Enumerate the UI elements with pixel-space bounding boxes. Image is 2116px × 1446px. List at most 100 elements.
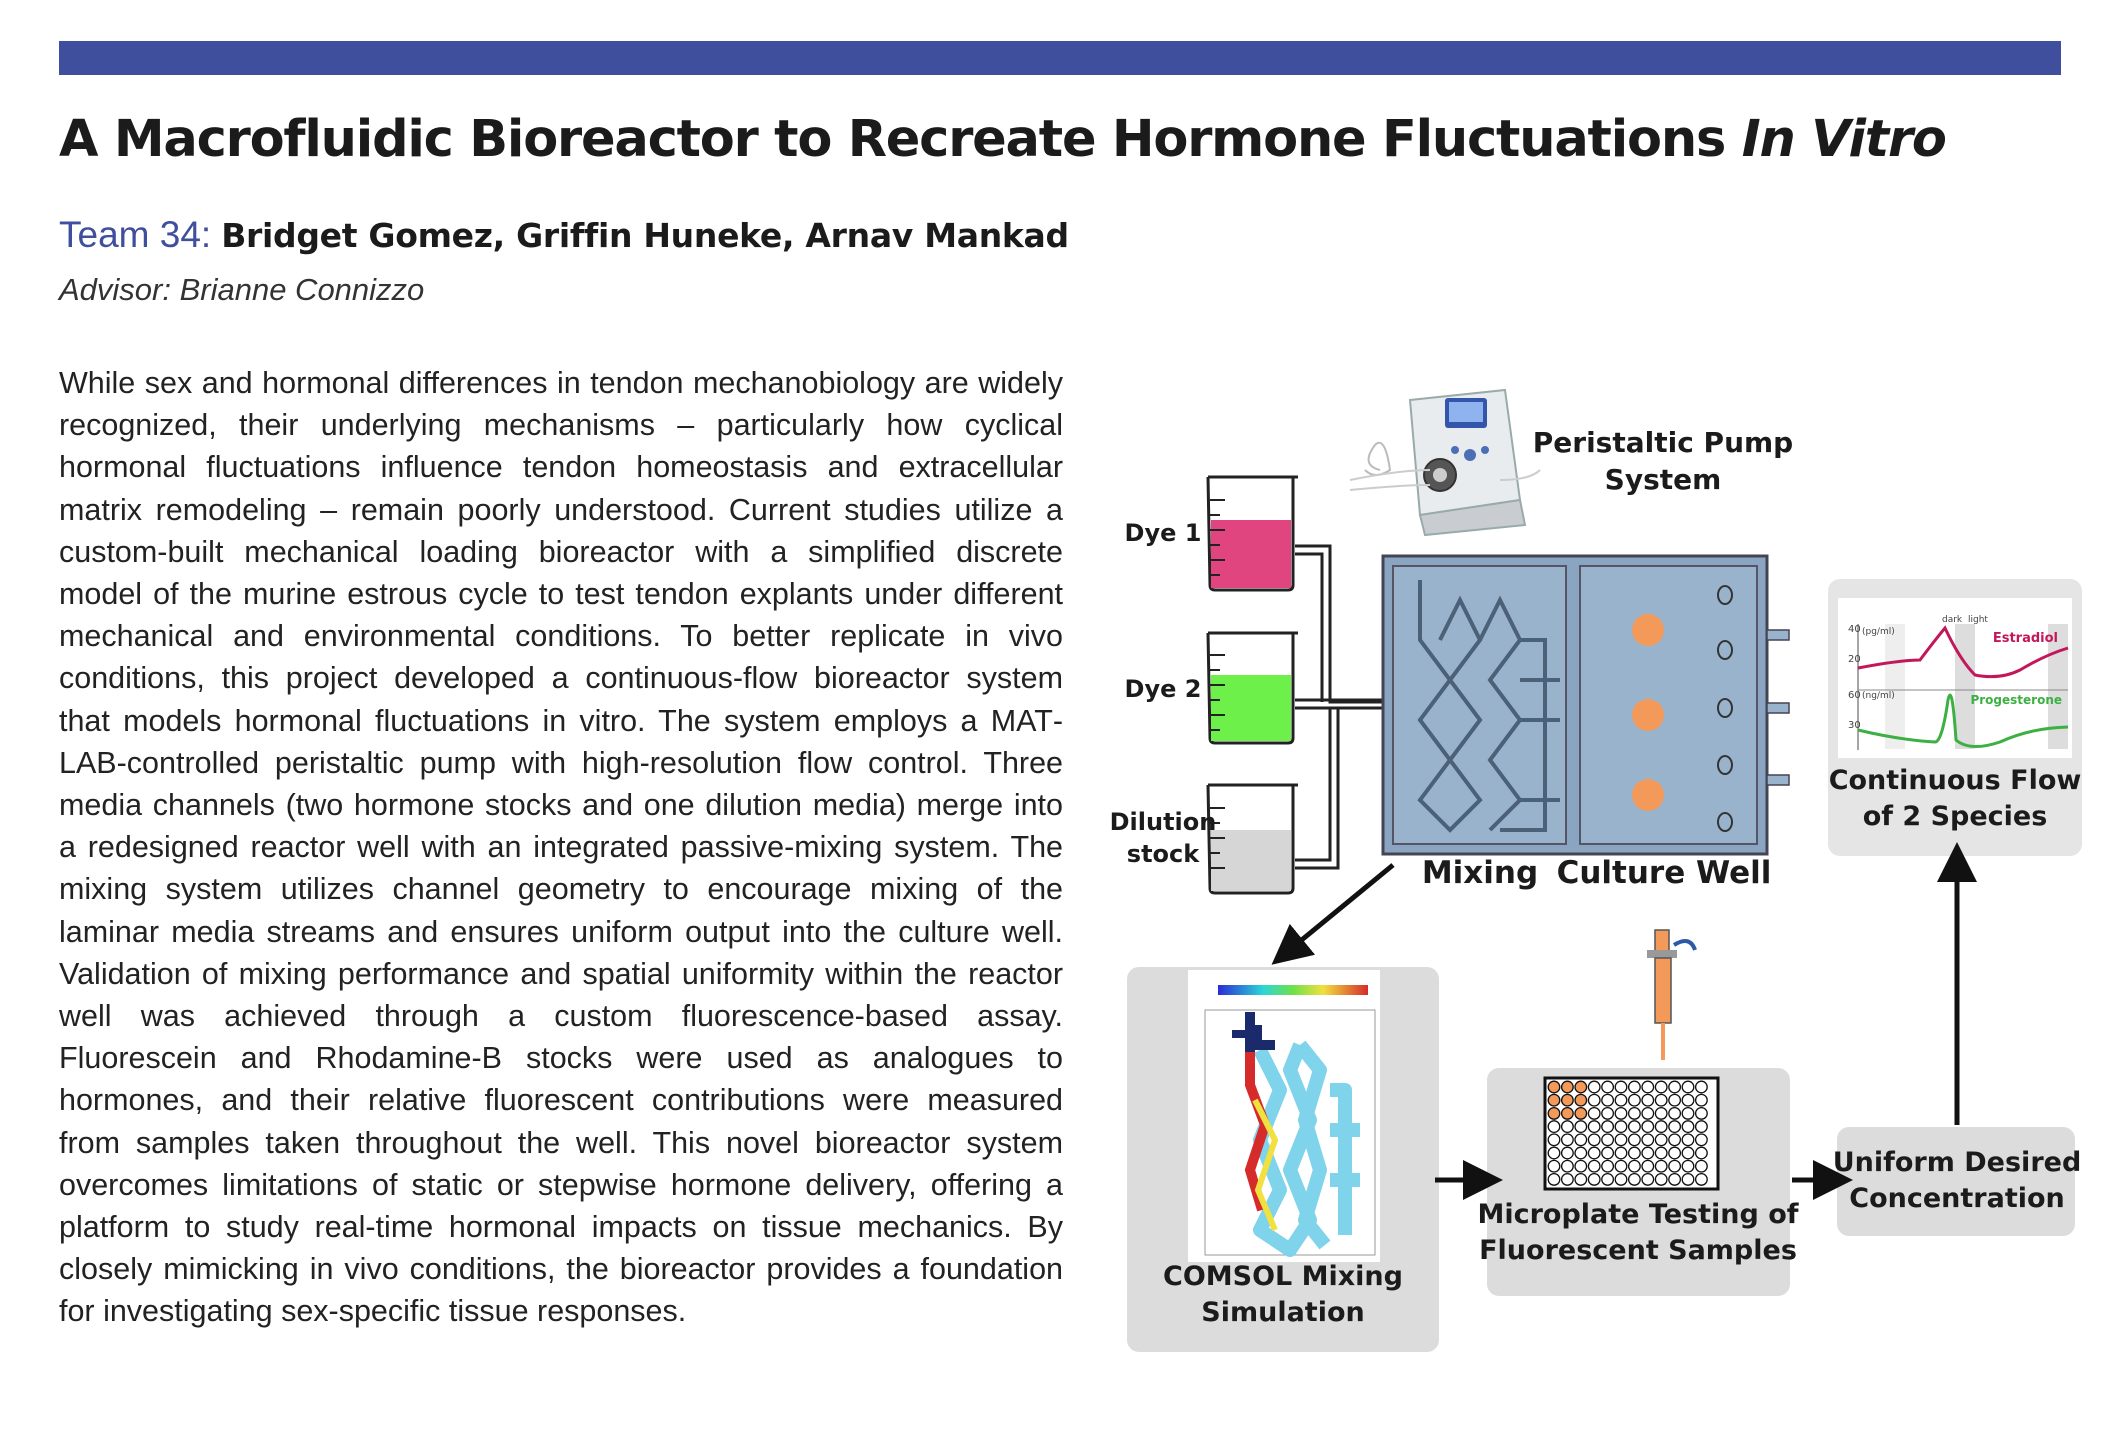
plate-well <box>1654 1120 1668 1134</box>
plate-well <box>1560 1093 1574 1107</box>
plate-well <box>1560 1080 1574 1094</box>
plate-well <box>1654 1133 1668 1147</box>
plot-y40: 40 <box>1848 624 1861 635</box>
plate-well <box>1641 1080 1655 1094</box>
plate-well <box>1668 1133 1682 1147</box>
plate-well <box>1641 1133 1655 1147</box>
plate-well <box>1587 1159 1601 1173</box>
plate-well <box>1668 1172 1682 1186</box>
microplate-wells <box>1547 1080 1708 1186</box>
uniform-label-2: Concentration <box>1849 1183 2065 1214</box>
plate-well <box>1574 1159 1588 1173</box>
plate-well <box>1574 1093 1588 1107</box>
plate-well <box>1587 1172 1601 1186</box>
plot-light: light <box>1968 615 1988 625</box>
plate-well <box>1601 1093 1615 1107</box>
plate-well <box>1694 1159 1708 1173</box>
plate-well <box>1601 1120 1615 1134</box>
plot-progesterone: Progesterone <box>1970 693 2062 707</box>
plate-well <box>1587 1120 1601 1134</box>
plate-well <box>1560 1120 1574 1134</box>
dye1-label: Dye 1 <box>1125 519 1202 547</box>
plate-well <box>1547 1146 1561 1160</box>
plate-well <box>1627 1080 1641 1094</box>
beaker-dye1 <box>1206 475 1298 592</box>
plot-unit-bottom: (ng/ml) <box>1862 691 1895 701</box>
plate-well <box>1668 1093 1682 1107</box>
plate-well <box>1641 1146 1655 1160</box>
pump-label-1: Peristaltic Pump <box>1533 426 1793 459</box>
plate-well <box>1560 1106 1574 1120</box>
plate-well <box>1574 1080 1588 1094</box>
beaker-dilution <box>1206 783 1298 895</box>
plate-well <box>1574 1146 1588 1160</box>
inlet-tubing <box>1295 544 1383 870</box>
plate-well <box>1547 1080 1561 1094</box>
plate-well <box>1654 1080 1668 1094</box>
pump-label-2: System <box>1605 463 1722 496</box>
plate-well <box>1681 1159 1695 1173</box>
continuous-label-1: Continuous Flow <box>1829 765 2082 796</box>
plate-well <box>1627 1146 1641 1160</box>
plate-well <box>1560 1133 1574 1147</box>
page-title: A Macrofluidic Bioreactor to Recreate Ho… <box>59 110 2061 169</box>
plate-well <box>1627 1133 1641 1147</box>
plate-well <box>1681 1133 1695 1147</box>
plate-well <box>1547 1093 1561 1107</box>
plate-well <box>1547 1133 1561 1147</box>
plate-well <box>1694 1133 1708 1147</box>
plate-well <box>1694 1080 1708 1094</box>
plate-well <box>1668 1159 1682 1173</box>
uniform-box <box>1837 1127 2075 1236</box>
dilution-label-2: stock <box>1127 840 1200 868</box>
plate-well <box>1654 1159 1668 1173</box>
title-italic: In Vitro <box>1741 110 1947 169</box>
mixing-label: Mixing <box>1422 855 1538 891</box>
plot-estradiol: Estradiol <box>1993 631 2058 646</box>
plate-well <box>1574 1106 1588 1120</box>
plate-well <box>1601 1159 1615 1173</box>
plate-well <box>1587 1146 1601 1160</box>
plate-well <box>1641 1093 1655 1107</box>
plate-well <box>1614 1080 1628 1094</box>
dilution-label-1: Dilution <box>1110 808 1217 836</box>
plate-well <box>1560 1159 1574 1173</box>
plate-well <box>1560 1172 1574 1186</box>
plate-well <box>1614 1146 1628 1160</box>
plate-well <box>1587 1133 1601 1147</box>
continuous-flow-box: 40 20 60 30 (pg/ml) (ng/ml) dark light E… <box>1828 579 2082 856</box>
plate-well <box>1681 1120 1695 1134</box>
plate-well <box>1560 1146 1574 1160</box>
dye2-label: Dye 2 <box>1125 675 1202 703</box>
culture-well-label: Culture Well <box>1557 855 1772 891</box>
plot-y20: 20 <box>1848 654 1861 665</box>
plate-well <box>1681 1080 1695 1094</box>
plate-well <box>1654 1172 1668 1186</box>
plate-well <box>1614 1172 1628 1186</box>
continuous-label-2: of 2 Species <box>1863 801 2048 832</box>
reactor-block <box>1381 554 1790 856</box>
peristaltic-pump-icon <box>1349 388 1541 537</box>
plate-well <box>1668 1080 1682 1094</box>
plate-well <box>1694 1106 1708 1120</box>
title-main: A Macrofluidic Bioreactor to Recreate Ho… <box>59 110 1742 169</box>
plot-y60: 60 <box>1848 690 1861 701</box>
plate-well <box>1614 1106 1628 1120</box>
plate-well <box>1654 1146 1668 1160</box>
plate-well <box>1601 1172 1615 1186</box>
comsol-box <box>1127 967 1439 1352</box>
authors: Bridget Gomez, Griffin Huneke, Arnav Man… <box>221 216 1069 255</box>
plate-well <box>1574 1172 1588 1186</box>
abstract-text: While sex and hormonal differences in te… <box>59 366 1063 1329</box>
plate-well <box>1614 1120 1628 1134</box>
plate-well <box>1601 1080 1615 1094</box>
plate-well <box>1547 1106 1561 1120</box>
uniform-label-1: Uniform Desired <box>1833 1147 2082 1178</box>
team-line: Team 34:Bridget Gomez, Griffin Huneke, A… <box>59 214 1069 256</box>
plate-well <box>1654 1093 1668 1107</box>
plate-well <box>1668 1106 1682 1120</box>
comsol-label-1: COMSOL Mixing <box>1163 1261 1403 1292</box>
beaker-dye2 <box>1206 631 1298 745</box>
plate-well <box>1601 1133 1615 1147</box>
plate-well <box>1574 1120 1588 1134</box>
